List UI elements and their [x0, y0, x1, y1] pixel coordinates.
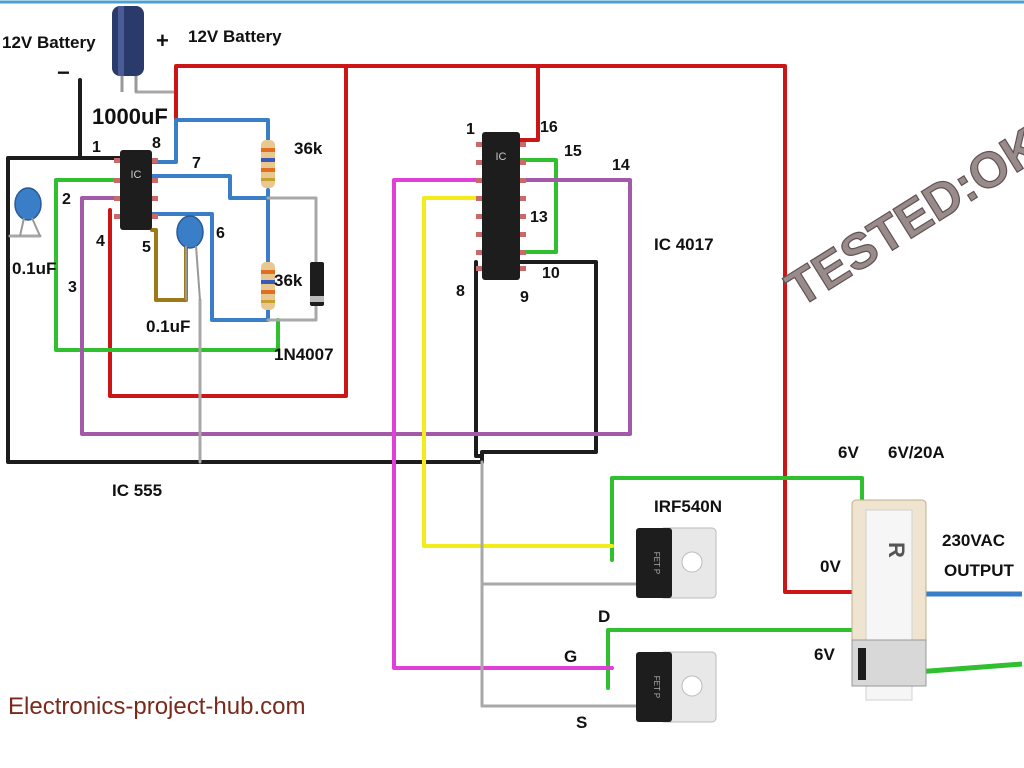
label-4017-pin1: 1 [466, 121, 475, 138]
label-4017-pin16: 16 [540, 119, 558, 136]
label-555-pin2: 2 [62, 191, 71, 208]
wire-blue-pin7 [150, 174, 270, 200]
mosfet-top-mark: FET P [652, 552, 661, 575]
wire-red-loop [108, 64, 348, 398]
wire-red-pin16 [518, 64, 540, 142]
label-6v-bottom: 6V [814, 645, 835, 664]
ic555-mark: IC [131, 169, 142, 181]
wire-black-right [480, 260, 598, 464]
label-555-pin3: 3 [68, 279, 77, 296]
capacitor-0-1uf-mid [176, 215, 204, 301]
label-4017-pin10: 10 [542, 265, 560, 282]
mosfet-bottom: FET P [636, 651, 717, 723]
label-555-pin7: 7 [192, 155, 201, 172]
wire-blue-pin6 [150, 212, 270, 322]
label-555-pin5: 5 [142, 239, 151, 256]
label-230vac: 230VAC [942, 531, 1005, 550]
ic4017-mark: IC [496, 151, 507, 163]
label-4017-pin8: 8 [456, 283, 465, 300]
label-diode: 1N4007 [274, 345, 334, 364]
label-battery-negative: 12V Battery [2, 33, 96, 52]
diode-1n4007 [310, 262, 324, 306]
wire-grey-diode [266, 196, 318, 322]
label-plus: + [156, 28, 169, 53]
site-credit: Electronics-project-hub.com [8, 693, 305, 720]
wire-red-supply [174, 64, 857, 594]
wire-blue-pin8 [150, 118, 270, 164]
resistor-36k-bottom [261, 262, 275, 310]
label-0v: 0V [820, 557, 841, 576]
label-ic4017: IC 4017 [654, 235, 714, 254]
label-555-pin6: 6 [216, 225, 225, 242]
wire-yellow-gate [422, 196, 614, 548]
label-ic555: IC 555 [112, 481, 162, 500]
ic555-chip: IC [114, 150, 158, 230]
wire-black-pin8 [474, 260, 484, 458]
wire-grey-source [480, 460, 638, 708]
label-irf540n: IRF540N [654, 497, 722, 516]
wire-black-ground [6, 78, 484, 464]
label-gate: G [564, 647, 577, 666]
mosfet-top: FET P [636, 527, 717, 599]
label-transformer-rating: 6V/20A [888, 443, 945, 462]
resistor-36k-top [261, 140, 275, 188]
label-resistor-bottom: 36k [274, 271, 303, 290]
label-555-pin1: 1 [92, 139, 101, 156]
label-cap-1000uf: 1000uF [92, 104, 168, 129]
capacitor-0-1uf-left [14, 187, 42, 237]
mosfet-bottom-mark: FET P [652, 676, 661, 699]
capacitor-1000uf [112, 6, 144, 92]
ic4017-chip: IC [476, 132, 526, 280]
label-cap-left: 0.1uF [12, 259, 56, 278]
label-4017-pin14: 14 [612, 157, 630, 174]
label-555-pin4: 4 [96, 233, 105, 250]
transformer-6v-20a: R [851, 499, 927, 701]
label-source: S [576, 713, 587, 732]
output-wire-green [915, 661, 1023, 675]
label-drain: D [598, 607, 610, 626]
wire-green-4017 [518, 158, 558, 254]
wire-magenta-gate [392, 178, 614, 670]
label-output: OUTPUT [944, 561, 1015, 580]
label-battery-positive: 12V Battery [188, 27, 282, 46]
label-4017-pin9: 9 [520, 289, 529, 306]
label-cap-mid: 0.1uF [146, 317, 190, 336]
transformer-mark: R [884, 542, 909, 558]
wire-green-pin2 [54, 178, 280, 352]
label-4017-pin13: 13 [530, 209, 548, 226]
label-resistor-top: 36k [294, 139, 323, 158]
watermark-tested-ok: TESTED:OK [776, 117, 1024, 318]
label-555-pin8: 8 [152, 135, 161, 152]
label-6v-top: 6V [838, 443, 859, 462]
wire-purple-pin3 [80, 178, 632, 436]
label-4017-pin15: 15 [564, 143, 582, 160]
label-minus: − [57, 60, 70, 85]
